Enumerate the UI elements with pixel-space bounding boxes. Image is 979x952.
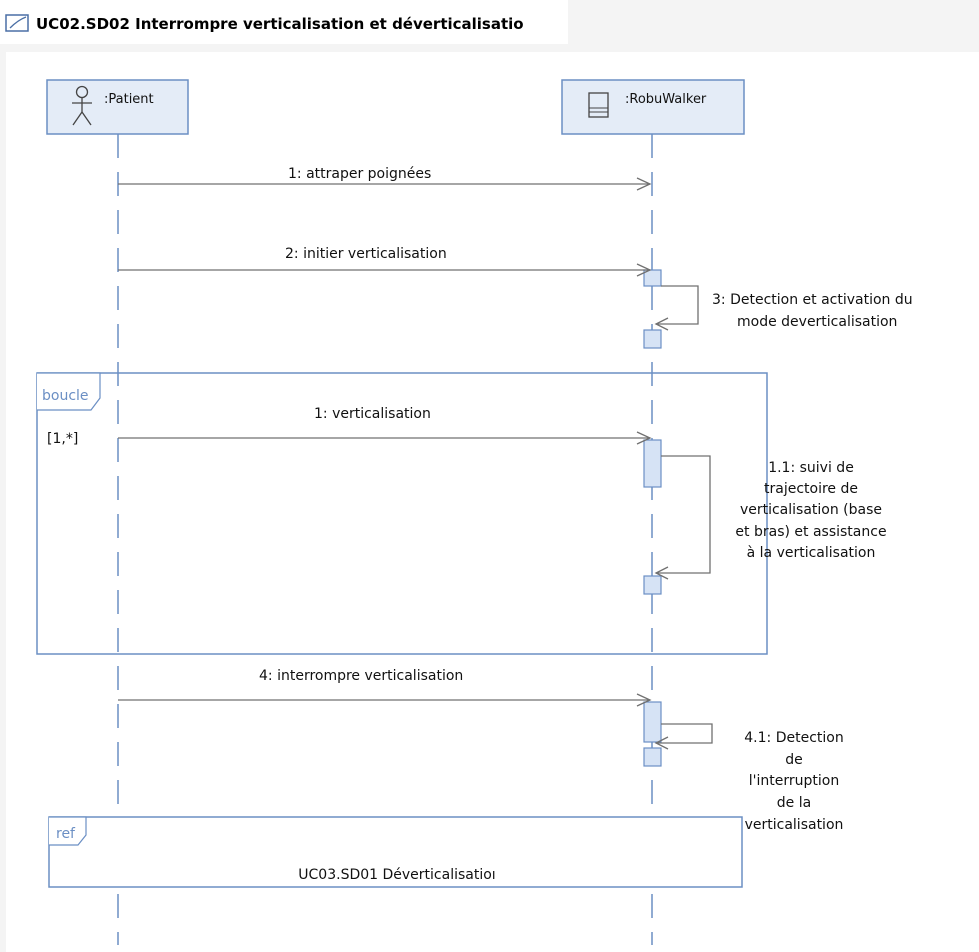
title-tab [0,0,568,44]
message-1-label: 1: attraper poignées [288,166,431,182]
message-1-1-label-line4: et bras) et assistance [735,524,886,540]
message-4-1-label-line2: de [785,752,803,768]
ref-operator: ref [56,826,76,842]
message-4-1-label-line3: l'interruption [749,773,839,789]
message-2-label: 2: initier verticalisation [285,246,447,262]
robuwalker-label: :RobuWalker [625,92,707,107]
patient-label: :Patient [104,92,154,107]
actor-icon [72,85,92,126]
message-4-1-label-line4: de la [777,795,811,811]
loop-fragment[interactable] [36,372,768,655]
message-1-1-label-line5: à la verticalisation [747,545,876,561]
activation-bar [643,701,662,743]
loop-guard: [1,*] [47,431,78,447]
self-message-4-1[interactable] [654,723,713,750]
message-4-1-label-line5: verticalisation [745,817,844,833]
activation-bar [643,329,662,349]
loop-message-1-label: 1: verticalisation [314,406,431,422]
message-1-1-label-line3: verticalisation (base [740,502,882,518]
self-message-1-1[interactable] [654,455,711,580]
ref-fragment[interactable] [48,816,743,888]
message-3-label-line2: mode deverticalisation [737,314,897,330]
self-message-3[interactable] [654,285,699,331]
message-4-label: 4: interrompre verticalisation [259,668,463,684]
activation-bar [643,269,662,287]
activation-bar [643,747,662,767]
message-2[interactable] [118,263,652,277]
loop-message-1[interactable] [118,431,652,445]
diagram-title: UC02.SD02 Interrompre verticalisation et… [36,15,524,33]
ref-target: UC03.SD01 Déverticalisatioı [298,867,495,883]
loop-operator: boucle [42,388,89,404]
guard-backdrop [43,426,110,450]
message-1[interactable] [118,177,652,191]
message-4[interactable] [118,693,652,707]
diagram-frame-icon [5,14,29,32]
activation-bar [643,439,662,488]
object-icon [588,92,609,118]
robuwalker-lifeline-head[interactable]: :RobuWalker [561,79,745,135]
patient-lifeline-head[interactable]: :Patient [46,79,189,135]
message-3-label-line1: 3: Detection et activation du [712,292,913,308]
message-1-1-label-line1: 1.1: suivi de [768,460,854,476]
message-4-1-label-line1: 4.1: Detection [744,730,843,746]
message-1-1-label-line2: trajectoire de [764,481,858,497]
diagram-canvas [6,52,979,952]
activation-bar [643,575,662,595]
